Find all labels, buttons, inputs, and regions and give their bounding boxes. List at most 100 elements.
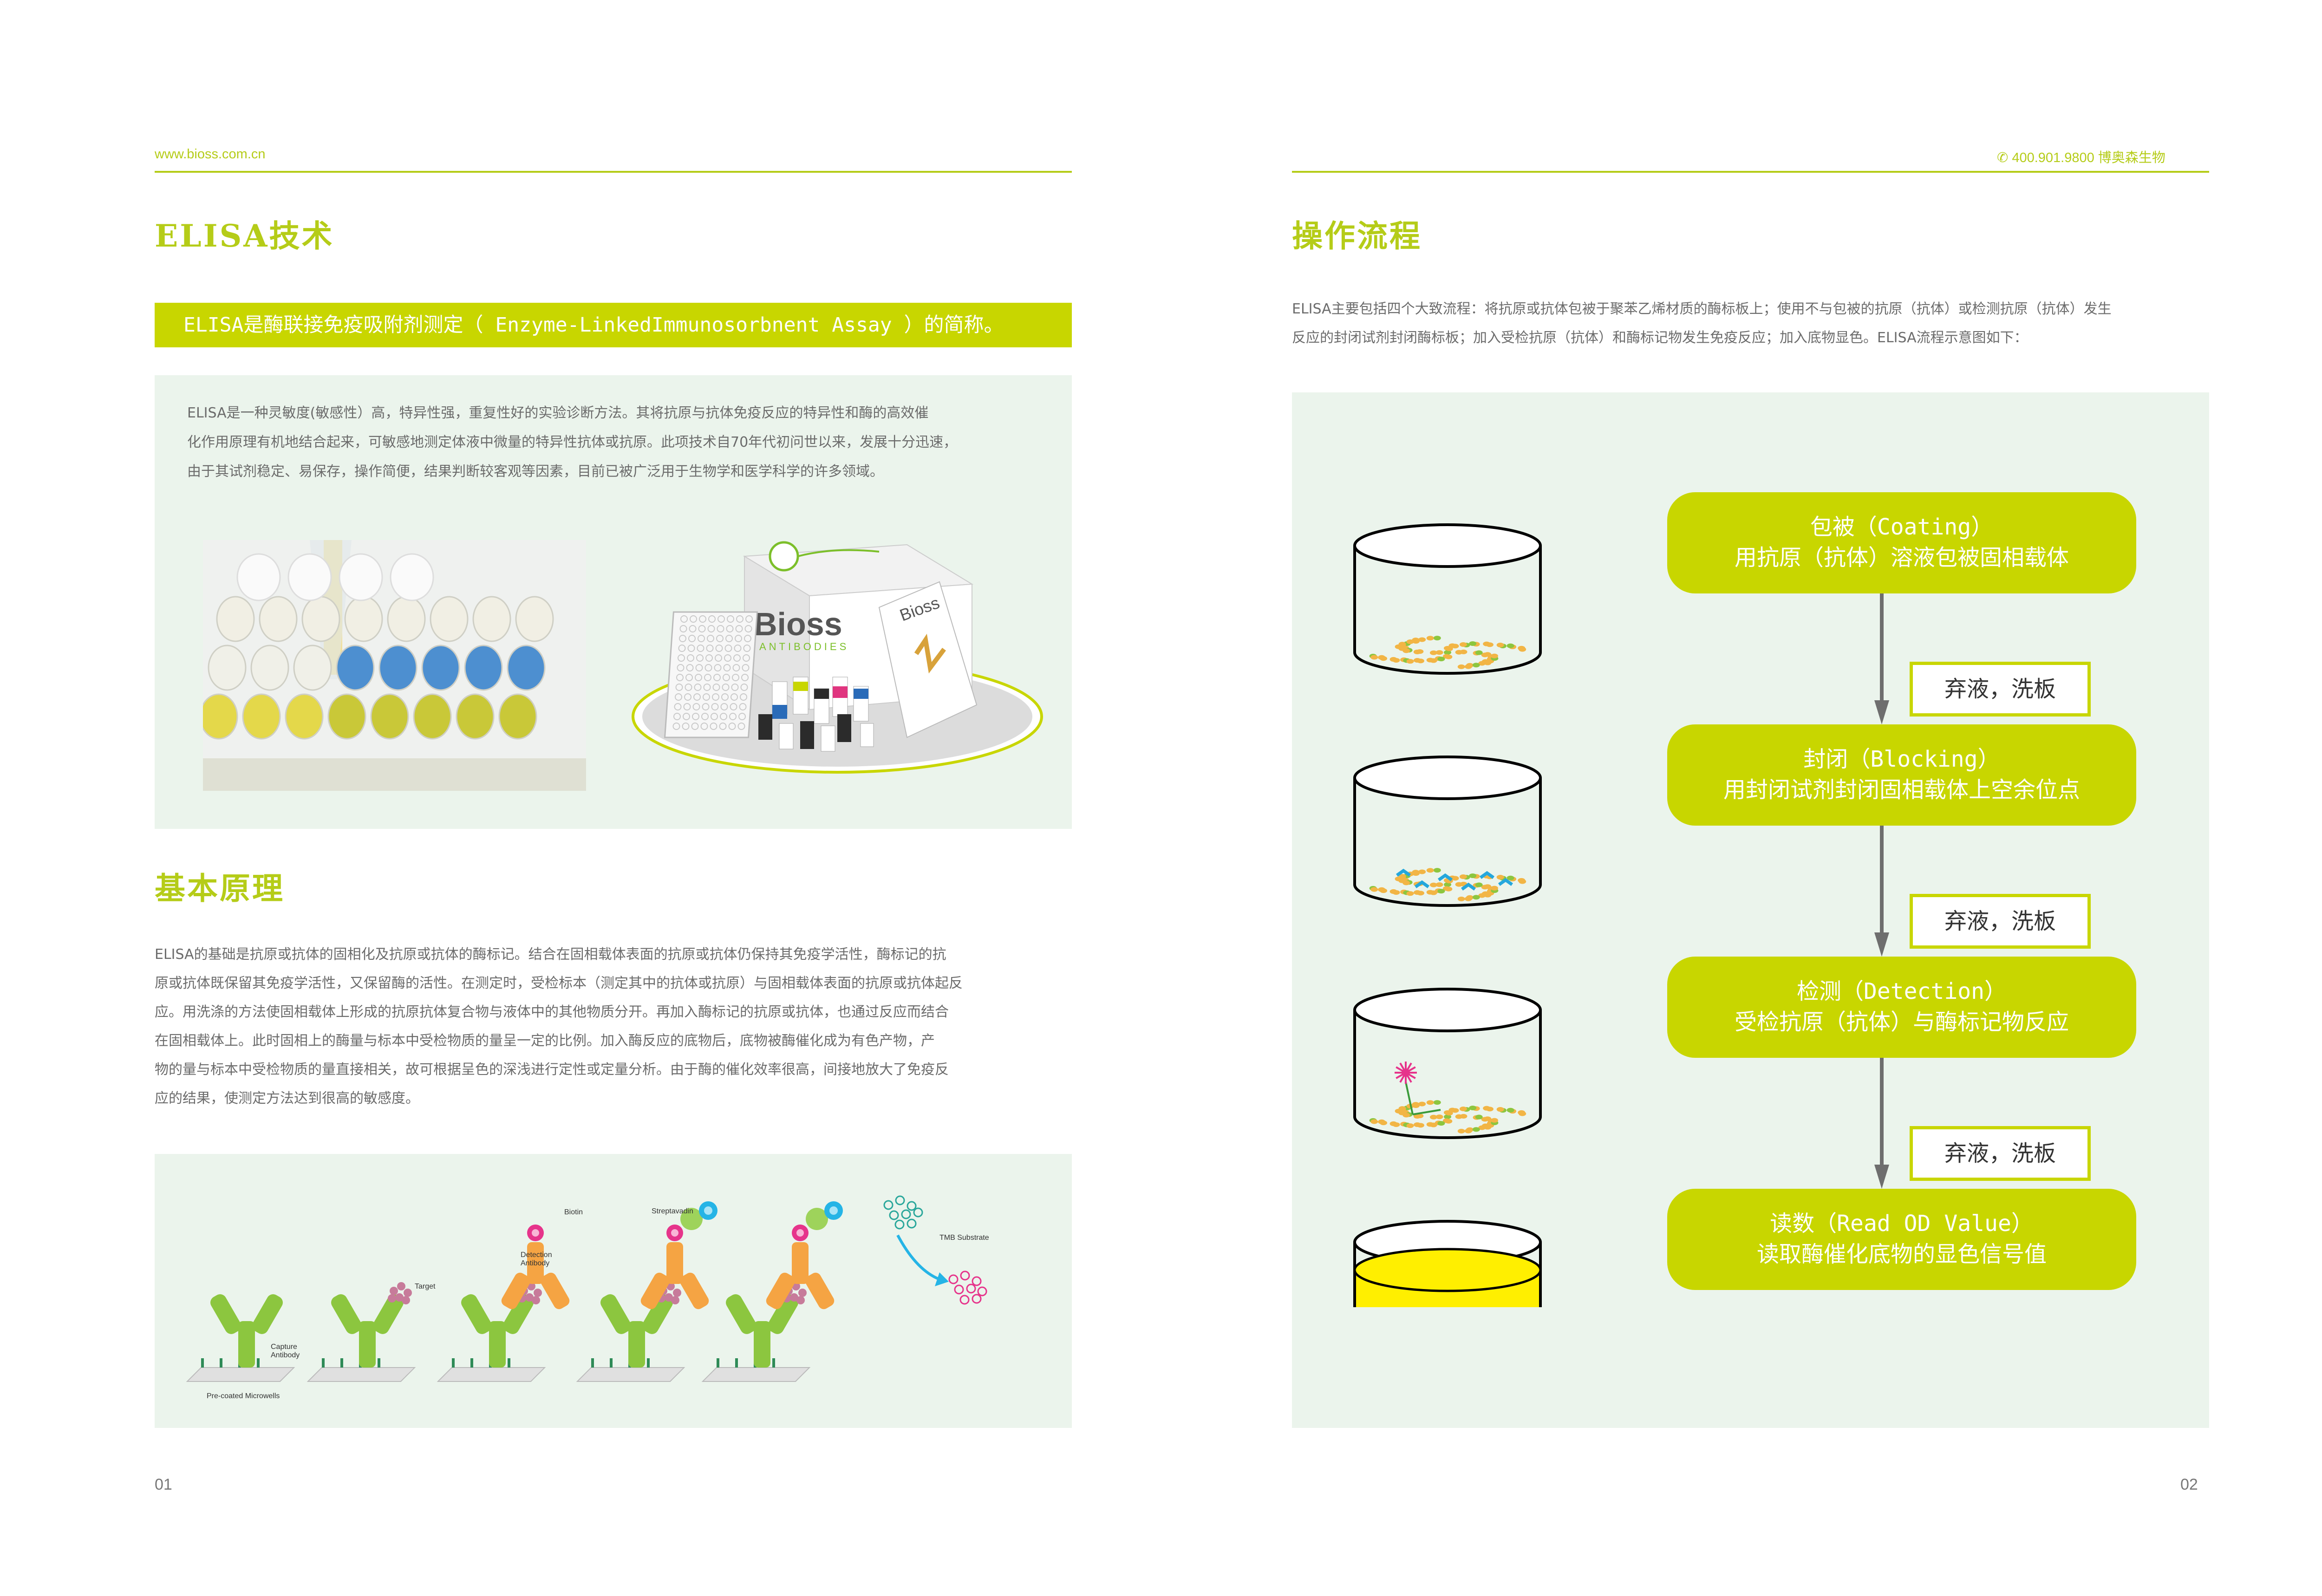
kit-plate-well — [705, 654, 713, 662]
kit-plate-well — [674, 703, 682, 710]
kit-plate-well — [701, 713, 709, 720]
plate-well — [336, 645, 375, 691]
principle-title: 基本原理 — [155, 870, 285, 906]
plate-well — [203, 693, 238, 740]
microwell-plate — [1353, 523, 1542, 675]
intro-line: 化作用原理有机地结合起来，可敏感地测定体液中微量的特异性抗体或抗原。此项技术自7… — [187, 434, 958, 450]
kit-plate-well — [712, 693, 719, 701]
principle-line: 原或抗体既保留其免疫学活性，又保留酶的活性。在测定时，受检标本（测定其中的抗体或… — [155, 975, 963, 991]
step-detection: 检测（Detection） 受检抗原（抗体）与酶标记物反应 — [1667, 957, 2136, 1058]
kit-plate-well — [724, 645, 732, 652]
kit-plate-well — [745, 615, 753, 623]
kit-plate-well — [744, 635, 751, 642]
plate-well — [293, 645, 332, 691]
kit-plate-well — [735, 625, 743, 632]
kit-plate-well — [704, 674, 711, 681]
kit-plate-well — [715, 645, 723, 652]
kit-plate-well — [696, 654, 704, 662]
plate-well — [370, 693, 409, 740]
step-read-od: 读数（Read OD Value） 读取酶催化底物的显色信号值 — [1667, 1189, 2136, 1290]
wash-step-2: 弃液，洗板 — [1910, 894, 2091, 949]
kit-plate-well — [711, 713, 718, 720]
detection-label-1: Detection — [521, 1251, 552, 1259]
kit-plate-well — [679, 635, 686, 642]
plate-well — [464, 645, 503, 691]
plate-well — [259, 596, 298, 642]
kit-plate-well — [739, 703, 747, 710]
kit-plate-well — [743, 654, 750, 662]
bioss-kit-image: Bioss ANTIBODIES Bioss — [632, 541, 1043, 774]
step-coating: 包被（Coating） 用抗原（抗体）溶液包被固相载体 — [1667, 492, 2136, 593]
kit-plate-well — [675, 684, 683, 691]
kit-plate-well — [692, 703, 700, 710]
flow-panel: 包被（Coating） 用抗原（抗体）溶液包被固相载体 封闭（Blocking）… — [1292, 392, 2209, 1428]
microwells-label: Pre-coated Microwells — [207, 1392, 280, 1400]
plate-cap — [339, 553, 383, 601]
plate-well — [378, 645, 417, 691]
microwell-plate — [1353, 756, 1542, 907]
kit-plate-well — [680, 615, 688, 623]
kit-plate-well — [740, 693, 747, 701]
kit-plate-well — [723, 674, 730, 681]
website-url[interactable]: www.bioss.com.cn — [155, 147, 266, 162]
kit-plate-well — [686, 664, 694, 671]
kit-plate-well — [732, 674, 739, 681]
kit-plate-well — [684, 693, 691, 701]
kit-plate-well — [694, 684, 702, 691]
kit-plate-well — [717, 625, 724, 632]
kit-plate-well — [672, 723, 680, 730]
kit-plate-well — [707, 625, 715, 632]
sandwich-elisa-diagram: Capture Antibody Pre-coated Microwells T… — [186, 1195, 989, 1400]
plate-well — [507, 645, 546, 691]
step-title: 包被（Coating） — [1810, 514, 1994, 540]
target-label: Target — [415, 1283, 436, 1290]
process-title: 操作流程 — [1292, 218, 1422, 254]
wash-step-1: 弃液，洗板 — [1910, 662, 2091, 717]
detection-label-2: Antibody — [521, 1259, 549, 1267]
kit-plate-well — [738, 713, 746, 720]
kit-plate-well — [693, 693, 701, 701]
intro-line: 由于其试剂稳定、易保存，操作简便，结果判断较客观等因素，目前已被广泛用于生物学和… — [187, 463, 884, 480]
step-blocking: 封闭（Blocking） 用封闭试剂封闭固相载体上空余位点 — [1667, 724, 2136, 826]
kit-plate-well — [703, 684, 711, 691]
kit-plate-well — [722, 684, 730, 691]
plate-well — [413, 693, 452, 740]
kit-plate-well — [689, 625, 697, 632]
kit-plate-well — [683, 703, 691, 710]
plate-well — [216, 596, 255, 642]
kit-plate-well — [734, 645, 742, 652]
kit-plate-well — [725, 635, 733, 642]
process-intro-line: ELISA主要包括四个大致流程：将抗原或抗体包被于聚苯乙烯材质的酶标板上；使用不… — [1292, 301, 2112, 317]
step-description: 受检抗原（抗体）与酶标记物反应 — [1734, 1009, 2069, 1035]
elisa-stage — [576, 1201, 717, 1382]
kit-plate-well — [733, 654, 741, 662]
plate-well — [301, 596, 340, 642]
kit-plate-well — [743, 645, 751, 652]
phone-header[interactable]: ✆400.901.9800 博奥森生物 — [1997, 147, 2165, 166]
plate-well — [327, 693, 366, 740]
kit-plate-well — [730, 703, 737, 710]
step-description: 用抗原（抗体）溶液包被固相载体 — [1734, 545, 2069, 571]
kit-plate-well — [702, 703, 710, 710]
plate-well — [242, 693, 281, 740]
intro-panel: ELISA是一种灵敏度(敏感性）高，特异性强，重复性好的实验诊断方法。其将抗原与… — [155, 375, 1072, 829]
kit-plate-well — [708, 615, 716, 623]
plate-well — [208, 645, 247, 691]
principle-line: ELISA的基础是抗原或抗体的固相化及抗原或抗体的酶标记。结合在固相载体表面的抗… — [155, 946, 946, 963]
principle-diagram-panel: Capture Antibody Pre-coated Microwells T… — [155, 1154, 1072, 1428]
plate-cap — [236, 553, 281, 601]
kit-plate-well — [740, 684, 748, 691]
kit-plate-well — [720, 713, 727, 720]
step-description: 用封闭试剂封闭固相载体上空余位点 — [1723, 777, 2080, 803]
kit-plate-well — [737, 723, 745, 730]
kit-plate-well — [719, 723, 727, 730]
kit-plate-well — [712, 684, 720, 691]
kit-plate-well — [726, 625, 734, 632]
kit-plate-well — [687, 654, 694, 662]
elisa-stage — [701, 1201, 843, 1382]
plate-well — [472, 596, 511, 642]
kit-plate-well — [707, 635, 714, 642]
plate-well — [430, 596, 469, 642]
kit-plate-well — [691, 723, 699, 730]
plate-well — [344, 596, 383, 642]
